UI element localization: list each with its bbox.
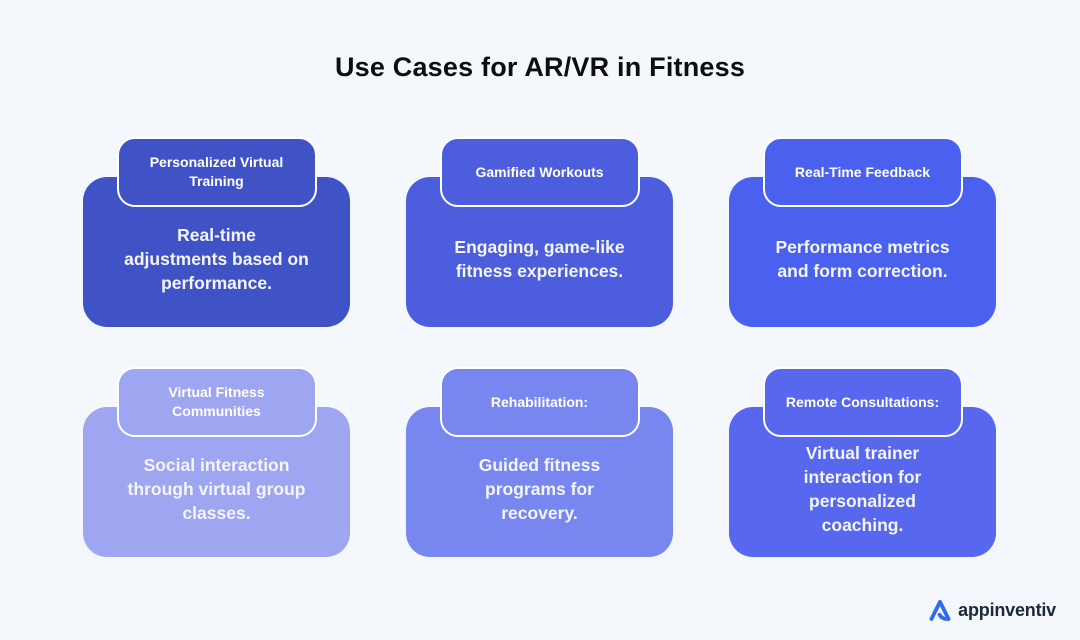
card-gamified-workouts: Gamified Workouts Engaging, game-like fi… [406,137,673,327]
card-label-badge: Gamified Workouts [439,137,640,207]
appinventiv-logo-text: appinventiv [958,599,1056,620]
card-label-badge: Personalized Virtual Training [116,137,317,207]
page-title: Use Cases for AR/VR in Fitness [334,52,746,82]
card-remote-consultations: Remote Consultations: Virtual trainer in… [729,367,996,557]
usecase-grid: Personalized Virtual Training Real-time … [83,137,996,557]
appinventiv-logo: appinventiv [928,598,1056,622]
card-label-badge: Remote Consultations: [762,367,963,437]
card-real-time-feedback: Real-Time Feedback Performance metrics a… [729,137,996,327]
card-label-badge: Rehabilitation: [439,367,640,437]
card-personalized-virtual-training: Personalized Virtual Training Real-time … [83,137,350,327]
card-label-badge: Real-Time Feedback [762,137,963,207]
card-rehabilitation: Rehabilitation: Guided fitness programs … [406,367,673,557]
card-virtual-fitness-communities: Virtual Fitness Communities Social inter… [83,367,350,557]
card-label-badge: Virtual Fitness Communities [116,367,317,437]
appinventiv-a-icon [929,599,951,621]
